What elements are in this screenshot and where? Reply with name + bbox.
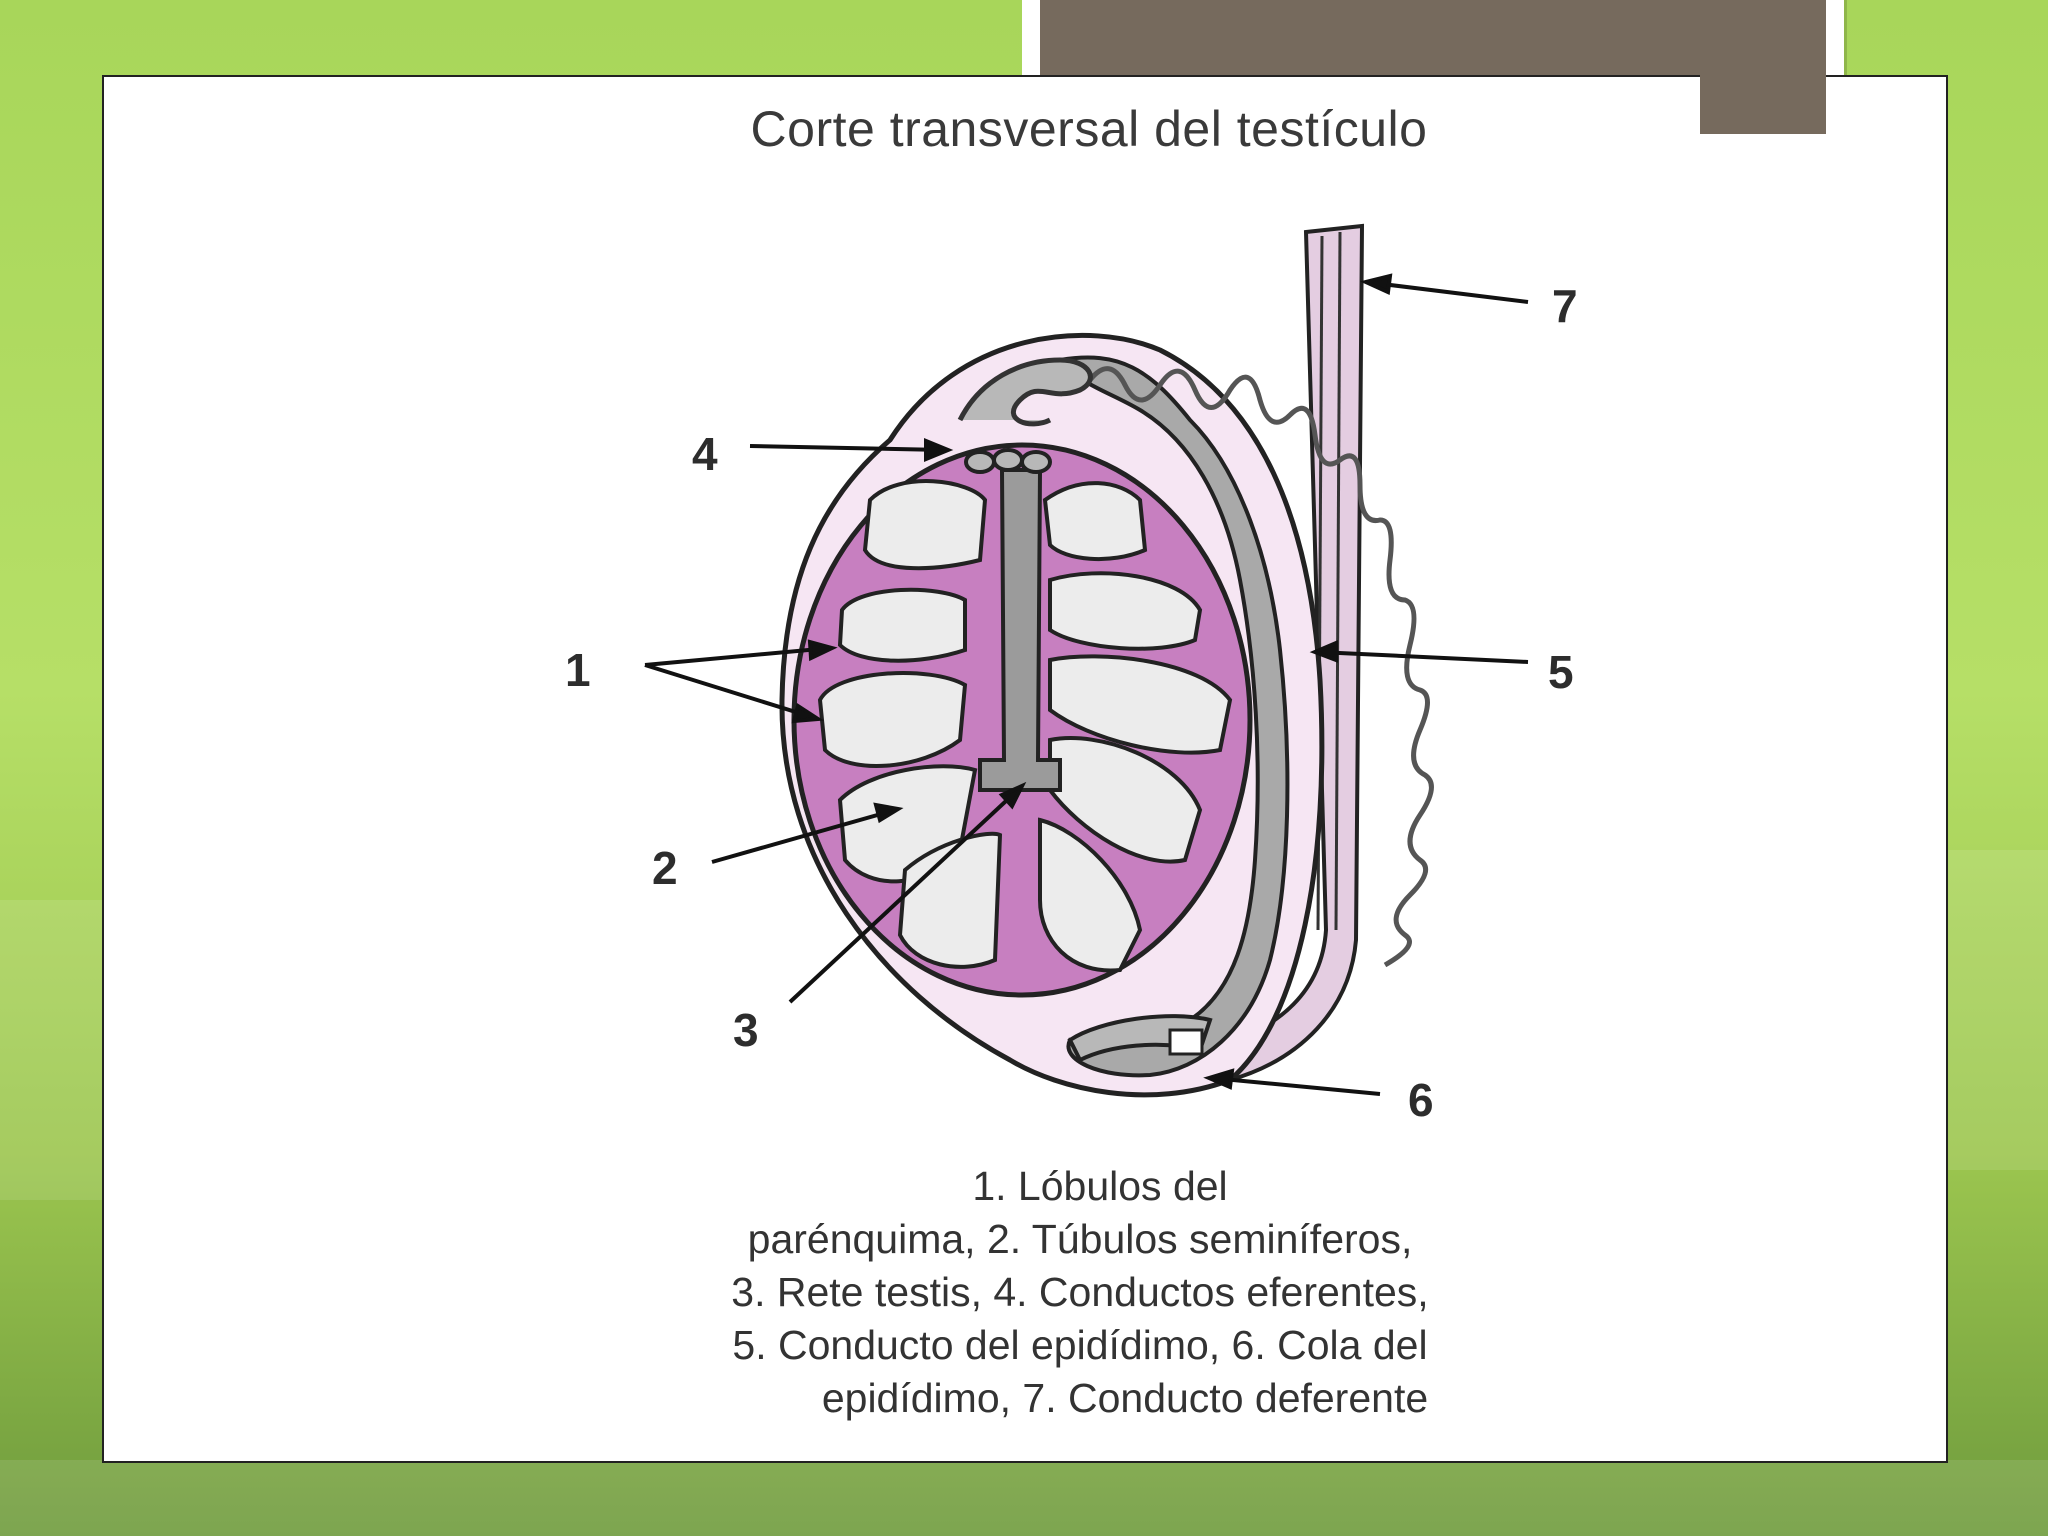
page-title: Corte transversal del testículo [750,101,1428,157]
caption-line: 1. Lóbulos del [972,1163,1228,1209]
figure-caption: 1. Lóbulos del parénquima, 2. Túbulos se… [600,1160,1560,1425]
rete-testis [978,468,1062,792]
caption-line: epidídimo, 7. Conducto deferente [821,1375,1429,1421]
caption-line: parénquima, 2. Túbulos seminíferos, [747,1216,1413,1262]
background-pattern-tile [0,1460,2048,1536]
lobules [817,479,1233,973]
epididymis-duct [1056,355,1290,1078]
epididymis-tail [1067,1014,1213,1063]
caption-line: 3. Rete testis, 4. Conductos eferentes, [731,1269,1429,1315]
label-2: 2 [652,842,678,894]
label-4: 4 [692,428,718,480]
corner-accent-overlap [1700,0,1826,134]
label-7: 7 [1552,280,1578,332]
label-1: 1 [565,644,591,696]
background-pattern-tile [1944,850,2048,1170]
label-5: 5 [1548,646,1574,698]
caption-line: 5. Conducto del epidídimo, 6. Cola del [732,1322,1428,1368]
efferent-ducts [964,448,1052,474]
label-6: 6 [1408,1074,1434,1126]
label-3: 3 [733,1004,759,1056]
label-arrows [644,273,1529,1096]
background-pattern-tile [0,900,110,1200]
